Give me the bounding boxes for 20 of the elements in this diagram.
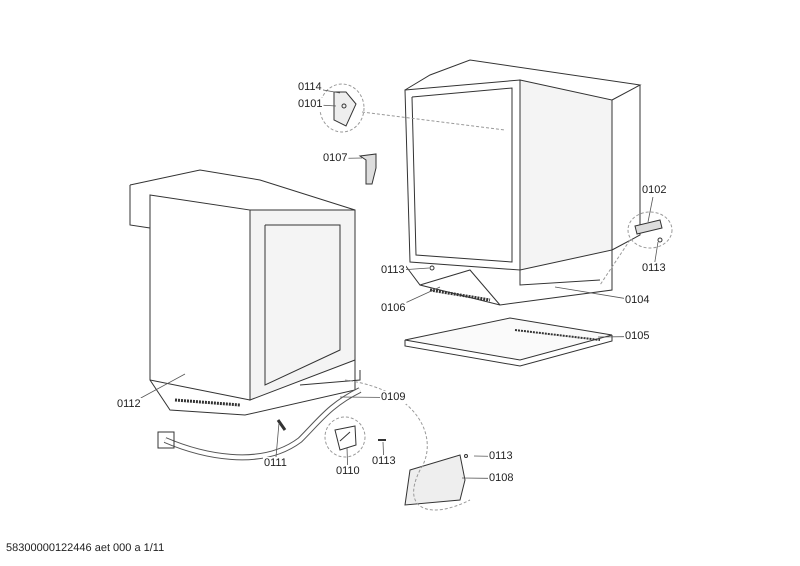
leader-line	[648, 196, 654, 222]
leader-line	[382, 442, 384, 456]
leader-line	[406, 286, 440, 303]
leader-line	[598, 336, 624, 338]
leader-line	[323, 104, 336, 106]
leader-line	[276, 422, 280, 458]
leader-line	[140, 374, 186, 398]
leader-line	[405, 268, 430, 270]
leader-line	[554, 286, 624, 299]
leader-line	[322, 89, 340, 94]
callout-number: 0101	[297, 98, 324, 111]
callout-number: 0102	[641, 184, 668, 197]
leader-line	[340, 396, 380, 398]
leader-line	[346, 448, 348, 466]
callout-number: 0109	[380, 391, 406, 404]
leader-line	[462, 478, 488, 479]
leader-line	[348, 158, 362, 159]
leader-line	[474, 456, 488, 457]
document-number: 58300000122446 aet 000 a 1/11	[6, 542, 164, 554]
leader-line	[654, 242, 658, 262]
